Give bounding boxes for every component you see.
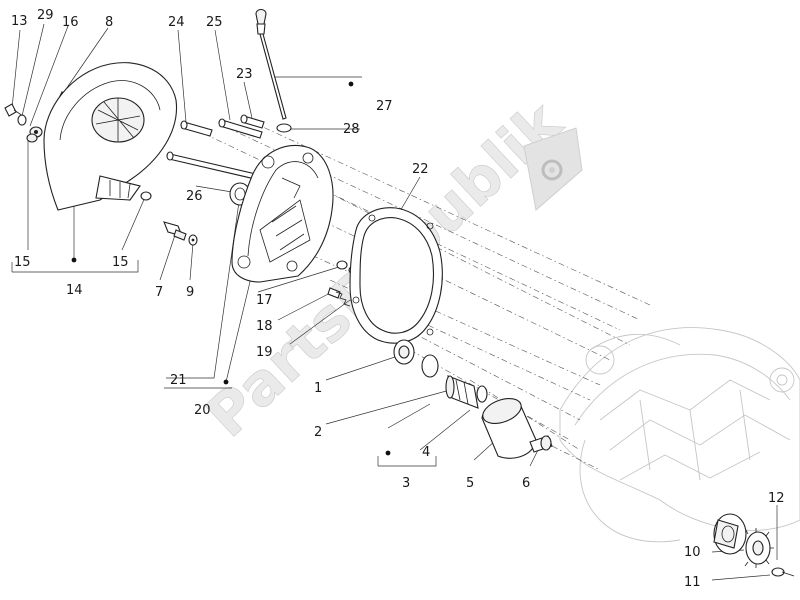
spring-19 — [335, 291, 351, 307]
seal-1 — [393, 339, 415, 365]
screw-11 — [771, 567, 795, 577]
callout-6: 6 — [522, 476, 530, 491]
callout-1: 1 — [314, 381, 322, 396]
bolt-24 — [180, 120, 213, 137]
callout-18: 18 — [256, 319, 273, 334]
o-ring-4 — [476, 385, 488, 403]
callout-19: 19 — [256, 345, 273, 360]
washer-29 — [17, 114, 27, 126]
callout-28: 28 — [343, 122, 360, 137]
grommet-15b — [140, 191, 152, 201]
callout-16: 16 — [62, 15, 79, 30]
screw-18 — [327, 287, 341, 299]
callout-25: 25 — [206, 15, 223, 30]
bolt-23 — [240, 114, 265, 129]
dipstick-27 — [255, 8, 287, 120]
reference-dots — [71, 81, 391, 456]
sprocket-12 — [744, 528, 774, 568]
bolt-25 — [218, 118, 263, 139]
callout-5: 5 — [466, 476, 474, 491]
callout-17: 17 — [256, 293, 273, 308]
group-brackets — [11, 260, 437, 467]
o-ring-28 — [276, 123, 292, 133]
washer-9 — [188, 234, 198, 246]
callout-7: 7 — [155, 285, 163, 300]
stud-26 — [166, 151, 257, 180]
fitting-6 — [529, 435, 553, 453]
callout-21: 21 — [170, 373, 187, 388]
callout-15-right: 15 — [112, 255, 129, 270]
callout-14: 14 — [66, 283, 83, 298]
callout-2: 2 — [314, 425, 322, 440]
callout-22: 22 — [412, 162, 429, 177]
callout-27: 27 — [376, 99, 393, 114]
oil-pump-10 — [713, 513, 747, 555]
sensor-7 — [163, 221, 187, 241]
crankcase-ghost — [559, 327, 800, 543]
callout-13: 13 — [11, 14, 28, 29]
gear-icon — [523, 127, 583, 211]
o-ring-2 — [421, 354, 439, 378]
oil-filter-5 — [481, 398, 537, 459]
callout-3: 3 — [402, 476, 410, 491]
callout-23: 23 — [236, 67, 253, 82]
callout-4: 4 — [422, 445, 430, 460]
strainer-3 — [445, 375, 479, 409]
gasket-22 — [349, 207, 443, 344]
callout-20: 20 — [194, 403, 211, 418]
callout-9: 9 — [186, 285, 194, 300]
callout-8: 8 — [105, 15, 113, 30]
callout-10: 10 — [684, 545, 701, 560]
callout-12: 12 — [768, 491, 785, 506]
callout-11: 11 — [684, 575, 701, 590]
cooling-fan-cover-8 — [43, 62, 178, 211]
callout-24: 24 — [168, 15, 185, 30]
crankcase-cover-20 — [231, 144, 334, 283]
callout-15-left: 15 — [14, 255, 31, 270]
callout-26: 26 — [186, 189, 203, 204]
callout-29: 29 — [37, 8, 54, 23]
callout-labels: 13 29 16 8 24 25 23 27 28 26 22 15 15 14… — [11, 8, 785, 590]
grommet-15a — [26, 133, 38, 143]
